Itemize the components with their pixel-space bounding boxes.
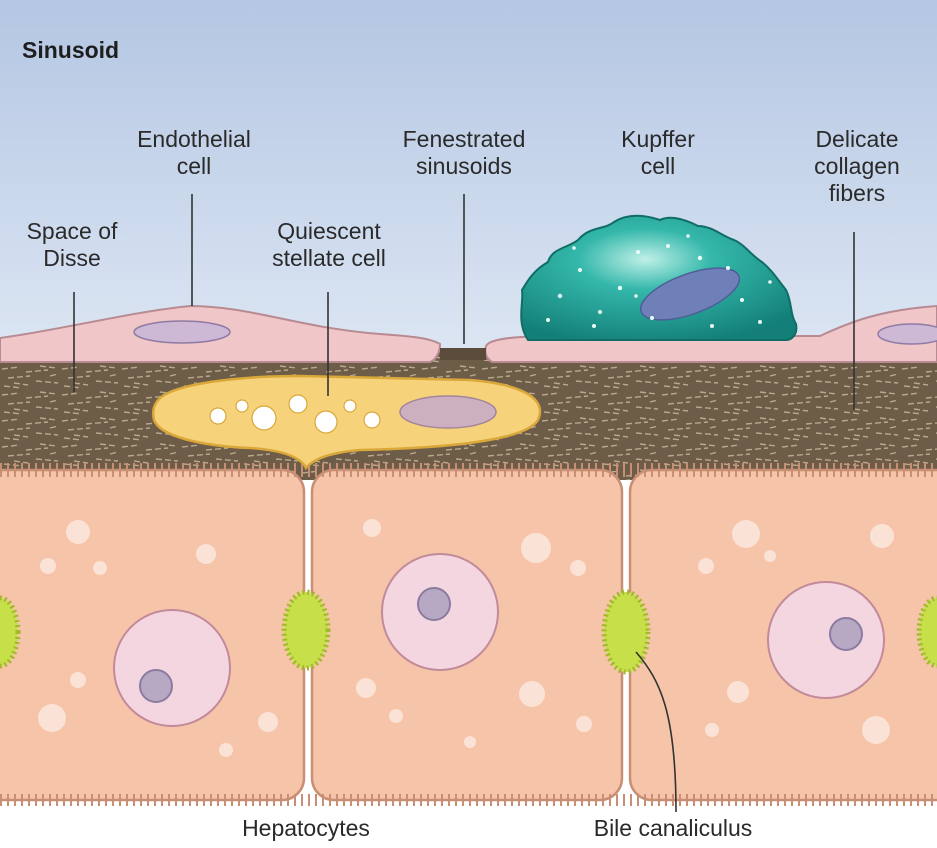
quiescent-stellate-cell-label: Quiescent stellate cell (234, 218, 424, 272)
hepatocyte-nucleolus (140, 670, 172, 702)
endothelial-nucleus (134, 321, 230, 343)
hepatocyte-nucleus (768, 582, 884, 698)
hepatocyte-nucleus (114, 610, 230, 726)
space-of-disse-label: Space of Disse (0, 218, 144, 272)
stellate-nucleus (400, 396, 496, 428)
hepatocyte-nucleolus (830, 618, 862, 650)
hepatocytes-label: Hepatocytes (196, 815, 416, 842)
hepatocyte-row (0, 470, 937, 800)
kupffer-cell-label: Kupffer cell (588, 126, 728, 180)
bile-canaliculus-label: Bile canaliculus (546, 815, 800, 842)
fenestrated-sinusoids-label: Fenestrated sinusoids (366, 126, 562, 180)
diagram-title: Sinusoid (22, 37, 119, 64)
hepatocyte-nucleolus (418, 588, 450, 620)
endothelial-cell-label: Endothelial cell (104, 126, 284, 180)
delicate-collagen-fibers-label: Delicate collagen fibers (782, 126, 932, 207)
endothelial-nucleus (878, 324, 937, 344)
fenestration (440, 348, 486, 360)
